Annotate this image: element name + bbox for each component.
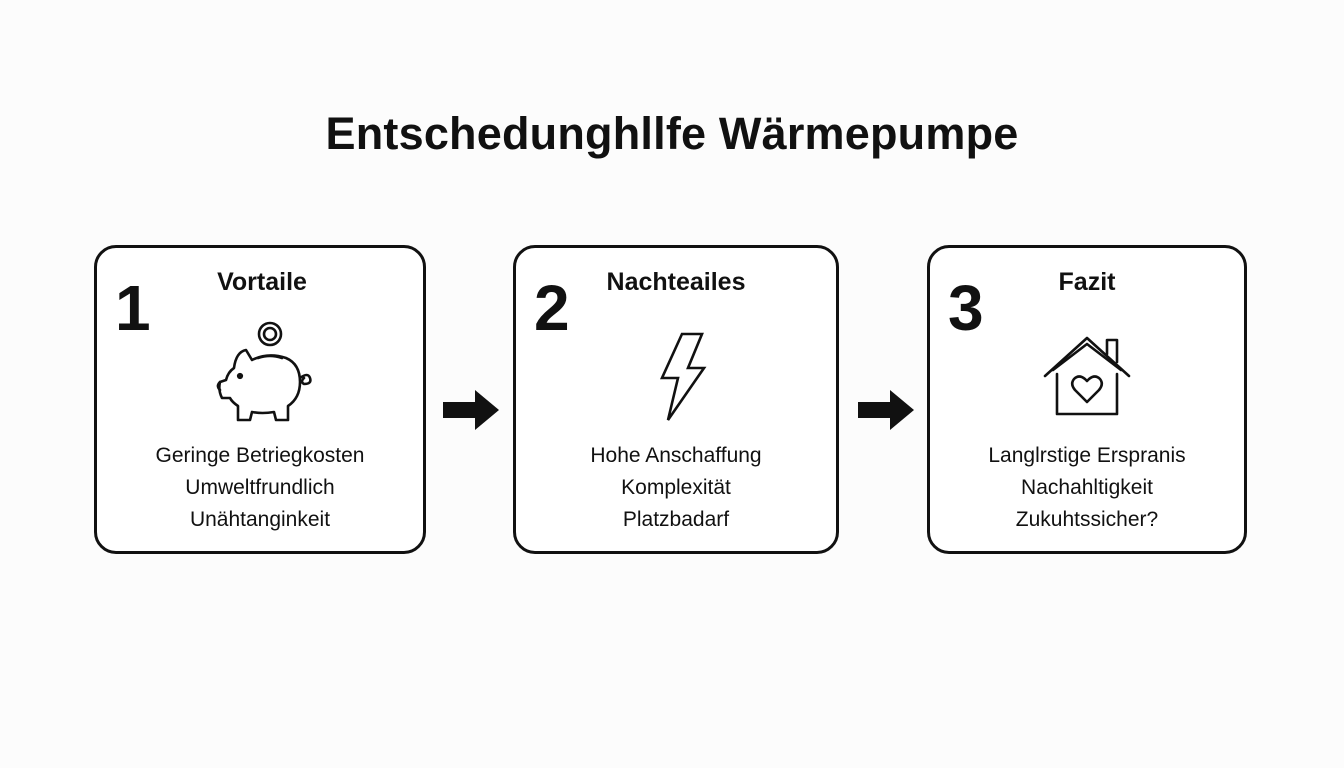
card-title: Vortaile [217, 268, 307, 296]
card-lines: Langlrstige Erspranis Nachahltigkeit Zuk… [930, 440, 1244, 536]
step-number: 3 [948, 272, 984, 344]
step-number: 2 [534, 272, 570, 344]
list-item: Zukuhtssicher? [1015, 508, 1159, 531]
arrow-right-icon [858, 390, 914, 430]
step-card-disadvantages: 2 Nachteailes Hohe Anschaffung Komplexit… [513, 245, 839, 554]
list-item: Nachahltigkeit [1021, 476, 1153, 499]
list-item: Platzbadarf [622, 508, 730, 531]
step-card-advantages: 1 Vortaile Geringe Betriegkosten Umweltf… [94, 245, 426, 554]
lightning-bolt-icon [659, 332, 707, 421]
piggy-bank-icon [216, 321, 312, 422]
card-title: Nachteailes [606, 268, 746, 296]
card-title: Fazit [1058, 268, 1116, 296]
step-card-conclusion: 3 Fazit Langlrstige Erspranis Nachahltig… [927, 245, 1247, 554]
list-item: Umweltfrundlich [185, 476, 335, 499]
page-title: Entschedunghllfe Wärmepumpe [325, 108, 1019, 159]
step-number: 1 [115, 272, 151, 344]
card-lines: Geringe Betriegkosten Umweltfrundlich Un… [97, 440, 423, 536]
list-item: Komplexität [621, 476, 731, 499]
arrow-right-icon [443, 390, 499, 430]
list-item: Langlrstige Erspranis [988, 444, 1186, 467]
list-item: Unähtanginkeit [189, 508, 331, 531]
card-lines: Hohe Anschaffung Komplexität Platzbadarf [516, 440, 836, 536]
house-heart-icon [1043, 336, 1131, 416]
list-item: Geringe Betriegkosten [155, 444, 365, 467]
list-item: Hohe Anschaffung [590, 444, 762, 467]
